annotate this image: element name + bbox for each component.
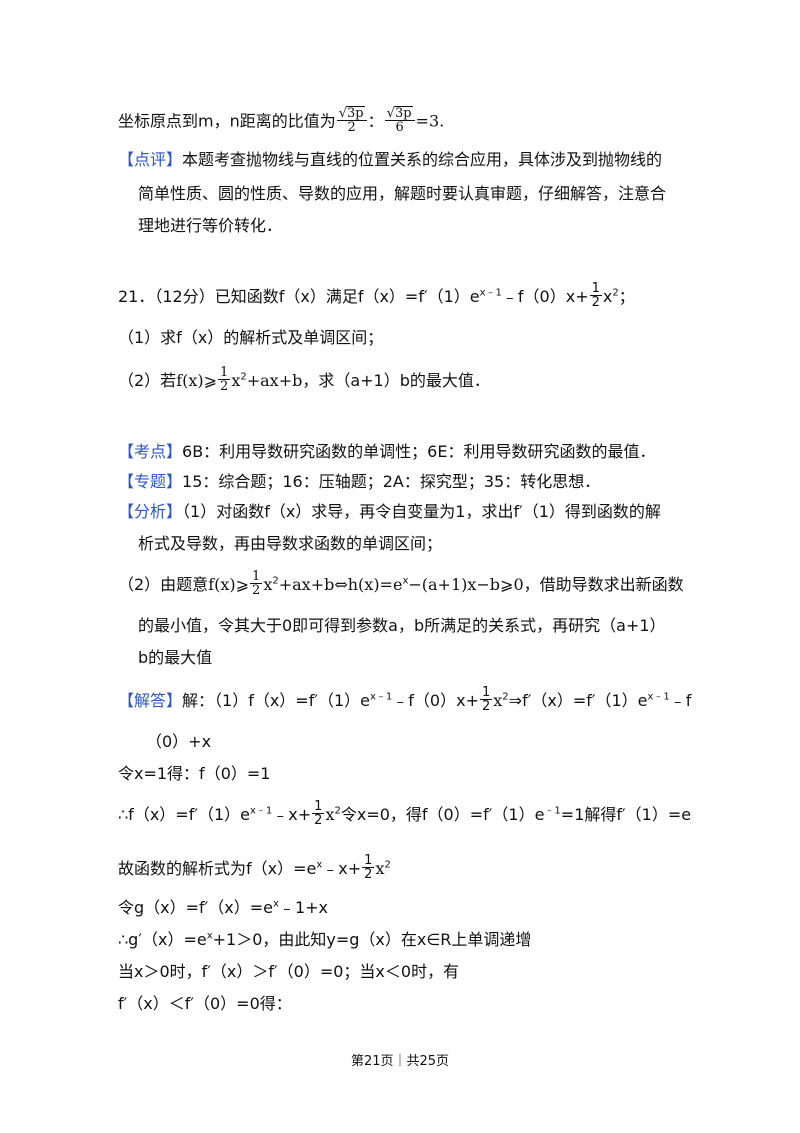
fenxi-line-4: 的最小值，令其大于0即可得到参数a，b所满足的关系式，再研究（a+1） [138, 616, 666, 635]
fenxi-tag: 【分析】 [118, 502, 183, 521]
jieda-line-2: （0）+x [146, 732, 212, 751]
jieda-tag: 【解答】 [118, 691, 183, 710]
page-footer: 第21页｜共25页 [350, 1054, 450, 1069]
jieda-line-8: 当x＞0时，f′（x）＞f′（0）=0；当x＜0时，有 [118, 962, 460, 981]
fenxi-line-1: 【分析】（1）对函数f（x）求导，再令自变量为1，求出f′（1）得到函数的解 [118, 502, 661, 521]
fenxi-line-5: b的最大值 [138, 648, 213, 667]
fenxi-line-2: 析式及导数，再由导数求函数的单调区间； [138, 534, 443, 553]
jieda-line-9: f′（x）＜f′（0）=0得： [118, 994, 292, 1013]
kaodian-line: 【考点】6B：利用导数研究函数的单调性；6E：利用导数研究函数的最值． [118, 442, 656, 461]
zhuanti-tag: 【专题】 [118, 472, 183, 491]
comment-line-3: 理地进行等价转化． [138, 216, 283, 235]
zhuanti-line: 【专题】15：综合题；16：压轴题；2A：探究型；35：转化思想． [118, 472, 601, 491]
jieda-line-3: 令x=1得：f（0）=1 [118, 764, 271, 783]
comment-tag: 【点评】 [118, 150, 183, 169]
jieda-line-6: 令g（x）=f′（x）=ex﹣1+x [118, 898, 329, 917]
jieda-line-7: ∴g′（x）=ex+1＞0，由此知y=g（x）在x∈R上单调递增 [118, 930, 532, 949]
kaodian-tag: 【考点】 [118, 442, 183, 461]
question-21-part-1: （1）求f（x）的解析式及单调区间； [118, 328, 384, 347]
question-21: 21．（12分）已知函数f（x）满足f（x）=f′（1）ex﹣1﹣f（0）x+1… [118, 281, 635, 310]
comment-line-1: 【点评】本题考查抛物线与直线的位置关系的综合应用，具体涉及到抛物线的 [118, 150, 663, 169]
comment-line-2: 简单性质、圆的性质、导数的应用，解题时要认真审题，仔细解答，注意合 [138, 184, 667, 203]
